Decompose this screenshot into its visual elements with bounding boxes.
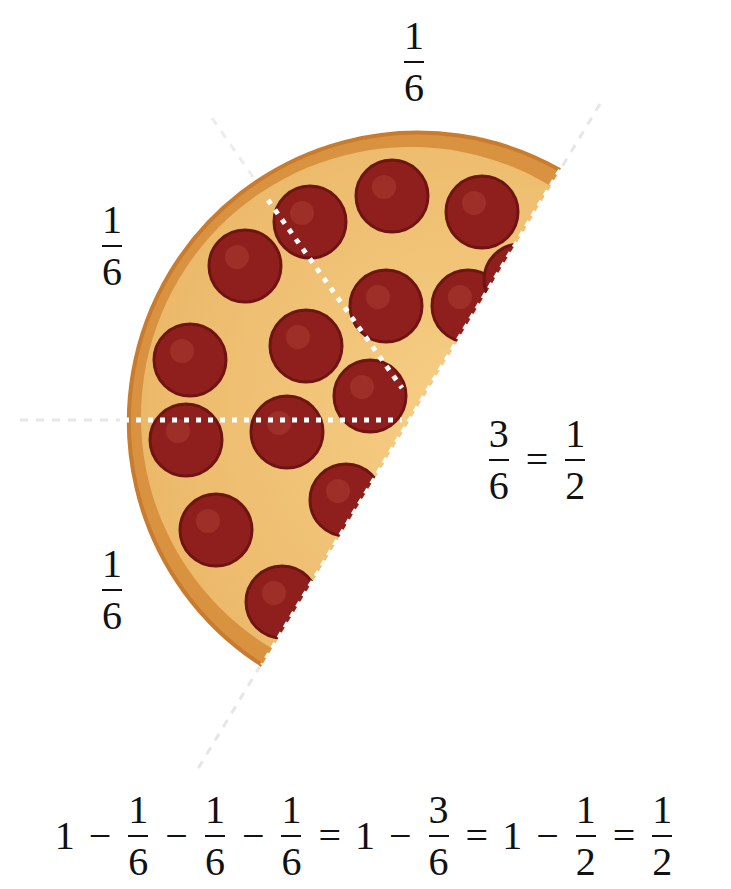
numerator: 1 [565, 414, 585, 454]
math-operator: − [165, 816, 188, 856]
pepperoni-slice [484, 244, 556, 316]
numerator: 1 [404, 16, 424, 56]
fraction: 16 [99, 200, 125, 292]
math-operator: = [613, 816, 636, 856]
math-operator: − [89, 816, 112, 856]
fraction-bar [652, 835, 672, 837]
numerator: 1 [205, 790, 225, 830]
fraction-bar [489, 459, 509, 461]
pepperoni-highlight [196, 509, 220, 533]
numerator: 1 [128, 790, 148, 830]
slice-divider [124, 200, 402, 420]
fraction: 16 [278, 790, 304, 882]
fraction-group: 36=12 [486, 414, 589, 506]
cut-line [262, 170, 560, 665]
pepperoni-highlight [326, 479, 350, 503]
denominator: 2 [652, 842, 672, 882]
math-operator: = [318, 816, 341, 856]
pepperoni-highlight [267, 411, 291, 435]
fraction-bar [565, 459, 585, 461]
fraction: 12 [573, 790, 599, 882]
pepperoni-highlight [462, 191, 486, 215]
numerator: 1 [102, 544, 122, 584]
math-operator: − [536, 816, 559, 856]
numerator: 3 [429, 790, 449, 830]
denominator: 6 [404, 68, 424, 108]
fraction: 16 [401, 16, 427, 108]
pepperoni-slice [150, 404, 222, 476]
fraction-bar [102, 245, 122, 247]
numerator: 1 [102, 200, 122, 240]
pepperoni-highlight [225, 245, 249, 269]
pepperoni-highlight [350, 375, 374, 399]
denominator: 2 [576, 842, 596, 882]
fraction-group: 1−16−16−16=1−36=1−12=12 [55, 790, 676, 882]
fraction-group: 16 [401, 16, 427, 108]
number-label: 1 [355, 816, 375, 856]
guide-line [212, 118, 262, 190]
fraction-bar [281, 835, 301, 837]
pepperoni-highlight [410, 449, 434, 473]
pepperoni-group [150, 160, 556, 638]
fraction: 12 [649, 790, 675, 882]
fraction: 16 [125, 790, 151, 882]
pizza-cheese [141, 147, 681, 687]
fraction-bar [429, 835, 449, 837]
pepperoni-slice [209, 230, 281, 302]
fraction-bar [128, 835, 148, 837]
pepperoni-slice [154, 324, 226, 396]
denominator: 2 [565, 466, 585, 506]
fraction-bar [102, 589, 122, 591]
pepperoni-highlight [286, 325, 310, 349]
number-label: 1 [55, 816, 75, 856]
fraction-bar [404, 61, 424, 63]
pepperoni-slice [180, 494, 252, 566]
crust-edge [129, 133, 560, 665]
pepperoni-highlight [262, 581, 286, 605]
numerator: 1 [652, 790, 672, 830]
math-operator: = [526, 440, 549, 480]
math-operator: = [466, 816, 489, 856]
number-label: 1 [502, 816, 522, 856]
pepperoni-slice [246, 566, 318, 638]
numerator: 3 [489, 414, 509, 454]
fraction: 12 [562, 414, 588, 506]
pepperoni-highlight [448, 285, 472, 309]
fraction: 36 [486, 414, 512, 506]
pepperoni-slice [270, 310, 342, 382]
pepperoni-slice [251, 396, 323, 468]
math-operator: − [389, 816, 412, 856]
denominator: 6 [102, 596, 122, 636]
pepperoni-slice [446, 176, 518, 248]
guide-line [20, 419, 120, 422]
denominator: 6 [429, 842, 449, 882]
denominator: 6 [489, 466, 509, 506]
pepperoni-highlight [166, 419, 190, 443]
math-operator: − [242, 816, 265, 856]
numerator: 1 [576, 790, 596, 830]
pepperoni-slice [394, 434, 466, 506]
fraction: 16 [99, 544, 125, 636]
pepperoni-highlight [290, 201, 314, 225]
pepperoni-highlight [366, 285, 390, 309]
denominator: 6 [128, 842, 148, 882]
pepperoni-slice [310, 464, 382, 536]
numerator: 1 [281, 790, 301, 830]
fraction-bar [205, 835, 225, 837]
fraction-group: 16 [99, 544, 125, 636]
fraction: 36 [426, 790, 452, 882]
pepperoni-slice [356, 160, 428, 232]
fraction-group: 16 [99, 200, 125, 292]
pepperoni-highlight [372, 175, 396, 199]
fraction-bar [576, 835, 596, 837]
denominator: 6 [205, 842, 225, 882]
fraction: 16 [202, 790, 228, 882]
pepperoni-highlight [170, 339, 194, 363]
denominator: 6 [281, 842, 301, 882]
denominator: 6 [102, 252, 122, 292]
